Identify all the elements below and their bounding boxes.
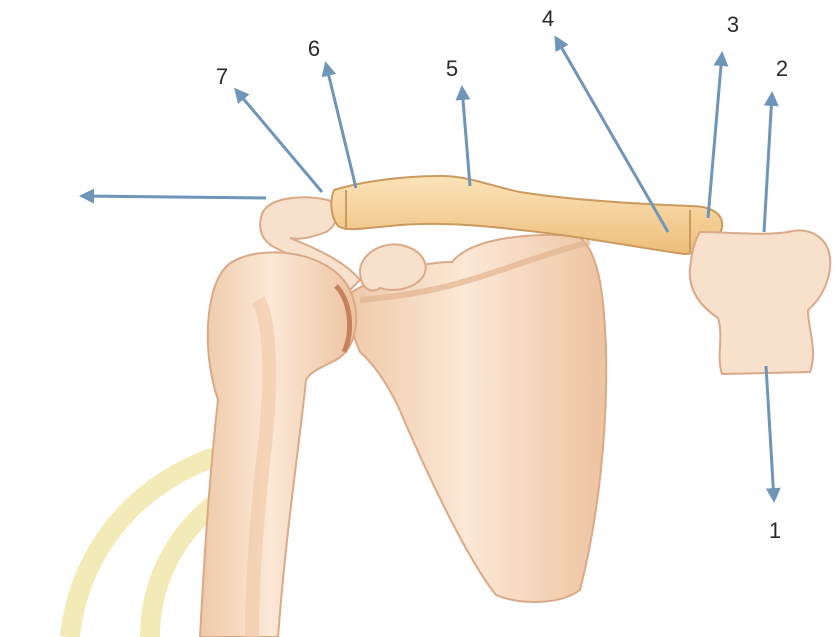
label-2: 2: [776, 56, 788, 81]
arrow-7: [236, 90, 322, 192]
label-3: 3: [727, 12, 739, 37]
arrow-unlabeled: [82, 196, 266, 198]
arrow-3: [708, 54, 722, 218]
label-5: 5: [446, 56, 458, 81]
arrow-2: [764, 94, 772, 232]
label-7: 7: [216, 64, 228, 89]
manubrium: [690, 230, 830, 374]
label-4: 4: [542, 6, 554, 31]
label-1: 1: [769, 518, 781, 543]
arrow-6: [326, 64, 356, 188]
label-6: 6: [308, 36, 320, 61]
arrow-1: [766, 366, 774, 500]
humerus: [200, 252, 356, 637]
coracoid-process: [360, 244, 426, 290]
arrow-5: [462, 88, 470, 186]
